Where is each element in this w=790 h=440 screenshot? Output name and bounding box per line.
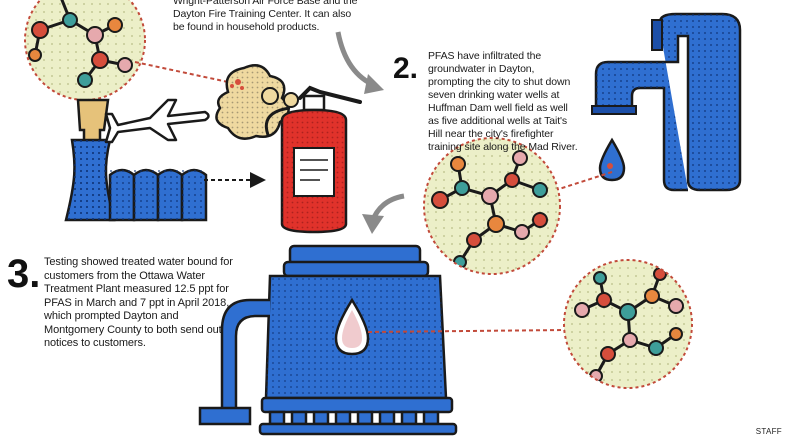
step-1-text: Wright-Patterson Air Force Base and the …: [173, 0, 358, 33]
step-3-text: Testing showed treated water bound for c…: [44, 256, 233, 349]
step-2-text: PFAS have infiltrated the groundwater in…: [428, 50, 578, 153]
foam-cloud-icon: [215, 64, 299, 140]
jet-icon: [104, 98, 210, 144]
staff-credit: STAFF: [755, 427, 782, 436]
factory-icon: [64, 98, 208, 222]
water-drop-icon: [598, 137, 626, 182]
faucet-icon: [591, 12, 742, 192]
water-tower-icon: [198, 244, 458, 436]
step-2-number: 2.: [393, 52, 419, 85]
molecule-circle-center: [423, 137, 561, 275]
molecule-circle-bottom-right: [563, 259, 693, 389]
molecule-circle-top-left: [24, 0, 146, 101]
fire-extinguisher-icon: [264, 85, 362, 234]
step-3-number: 3.: [7, 252, 41, 296]
